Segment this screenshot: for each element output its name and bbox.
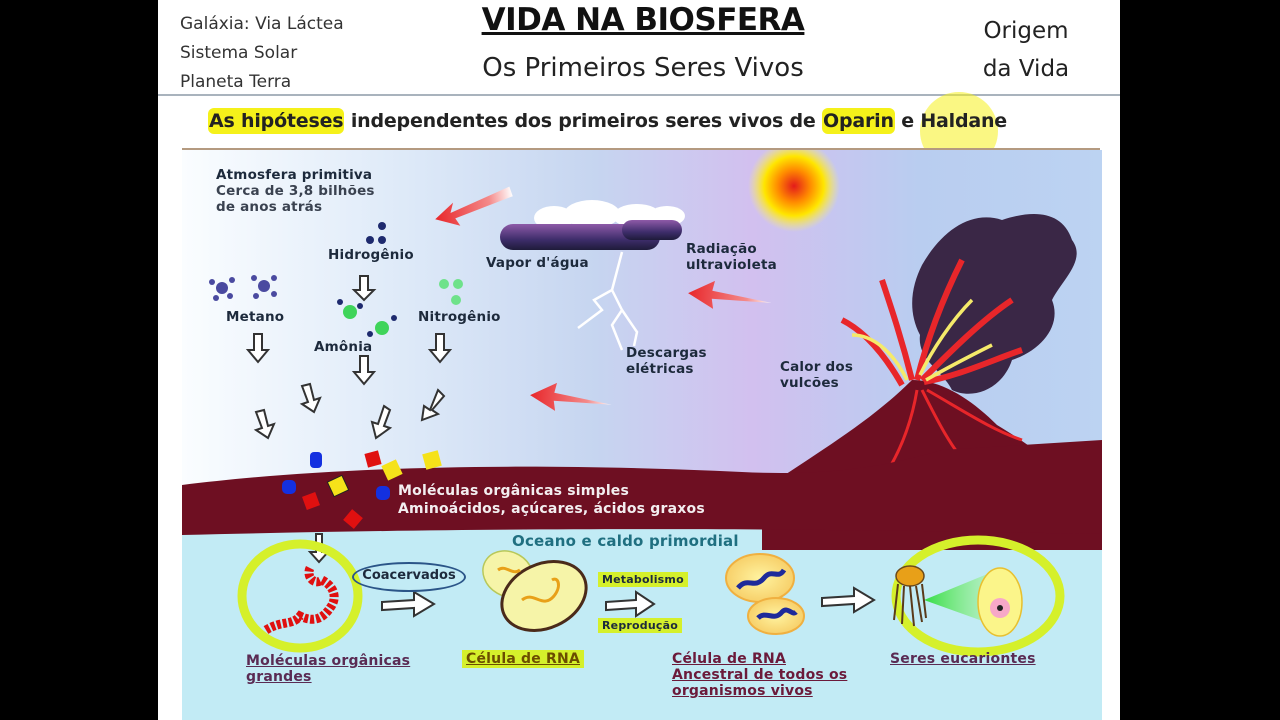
nitrogen-label: Nitrogênio [418,309,501,325]
sun-icon [748,150,840,232]
diagram-divider [182,148,1100,150]
metabolism-label: Metabolismo [598,572,688,587]
ammonia-molecule-icon [337,299,397,337]
simple-molecules-examples: Aminoácidos, açúcares, ácidos graxos [398,501,705,517]
uv-label-line-2: ultravioleta [686,257,777,273]
origin-of-life-diagram: Atmosfera primitiva Cerca de 3,8 bilhões… [182,150,1102,720]
discharge-label-line-2: elétricas [626,361,694,377]
uv-label-line-1: Radiação [686,241,757,257]
right-arrow-icon [381,586,876,618]
cloud-icon [500,200,685,250]
ancestral-rna-cell-icon [725,553,805,635]
haldane-text: e Haldane [894,110,1007,132]
coacervates-label: Coacervados [352,562,466,592]
hypothesis-heading: As hipóteses independentes dos primeiros… [208,108,1078,134]
reproduction-label: Reprodução [598,618,682,633]
atmosphere-title: Atmosfera primitiva [216,167,373,183]
discharge-label-line-1: Descargas [626,345,707,361]
topic-block: Origem da Vida [966,12,1086,88]
lightning-icon [577,251,639,351]
ammonia-label: Amônia [314,339,373,355]
ancestor-label-line-2: Ancestral de todos os [672,667,848,683]
page-subtitle: Os Primeiros Seres Vivos [482,53,804,83]
large-molecule-icon [263,565,339,634]
page-title: VIDA NA BIOSFERA [481,2,805,38]
jellyfish-icon [893,565,927,627]
ancestor-label-line-1: Célula de RNA [672,651,786,667]
red-arrow-icon [435,186,772,411]
hydrogen-molecule-icon [366,222,386,244]
hypothesis-text: independentes dos primeiros seres vivos … [344,110,823,132]
simple-molecules-label: Moléculas orgânicas simples [398,483,630,499]
oparin-highlight: Oparin [822,108,895,134]
ancestor-label-line-3: organismos vivos [672,683,813,699]
large-molecules-label-line-1: Moléculas orgânicas [246,653,411,669]
ocean-label: Oceano e caldo primordial [512,532,739,550]
earth-crust [182,440,1102,535]
atmosphere-age-line-1: Cerca de 3,8 bilhões [216,183,375,199]
solar-system-label: Sistema Solar [180,43,298,63]
diagram-artwork [182,150,1102,657]
water-vapor-label: Vapor d'água [486,255,589,271]
slide: Galáxia: Via Láctea Sistema Solar Planet… [158,0,1120,720]
hydrogen-label: Hidrogênio [328,247,414,263]
nitrogen-molecule-icon [439,279,463,305]
hypothesis-highlight: As hipóteses [208,108,345,134]
planet-label: Planeta Terra [180,72,292,92]
simple-molecules-icon [282,450,442,529]
large-molecules-highlight [237,539,363,653]
header-divider [158,94,1120,96]
down-arrow-icon [245,275,453,564]
rna-cell-label: Célula de RNA [462,650,584,668]
location-block: Galáxia: Via Láctea Sistema Solar Planet… [180,10,344,97]
topic-line-1: Origem [983,18,1069,44]
volcano-label-line-1: Calor dos [780,359,854,375]
galaxy-label: Galáxia: Via Láctea [180,14,344,34]
large-molecules-label-line-2: grandes [246,669,312,685]
methane-molecule-icon [209,275,277,301]
atmosphere-age-line-2: de anos atrás [216,199,323,215]
methane-label: Metano [226,309,285,325]
volcano-label-line-2: vulcões [780,375,839,391]
eukaryotes-label: Seres eucariontes [890,651,1036,667]
rna-cell-icon [482,550,588,632]
topic-line-2: da Vida [982,56,1070,82]
